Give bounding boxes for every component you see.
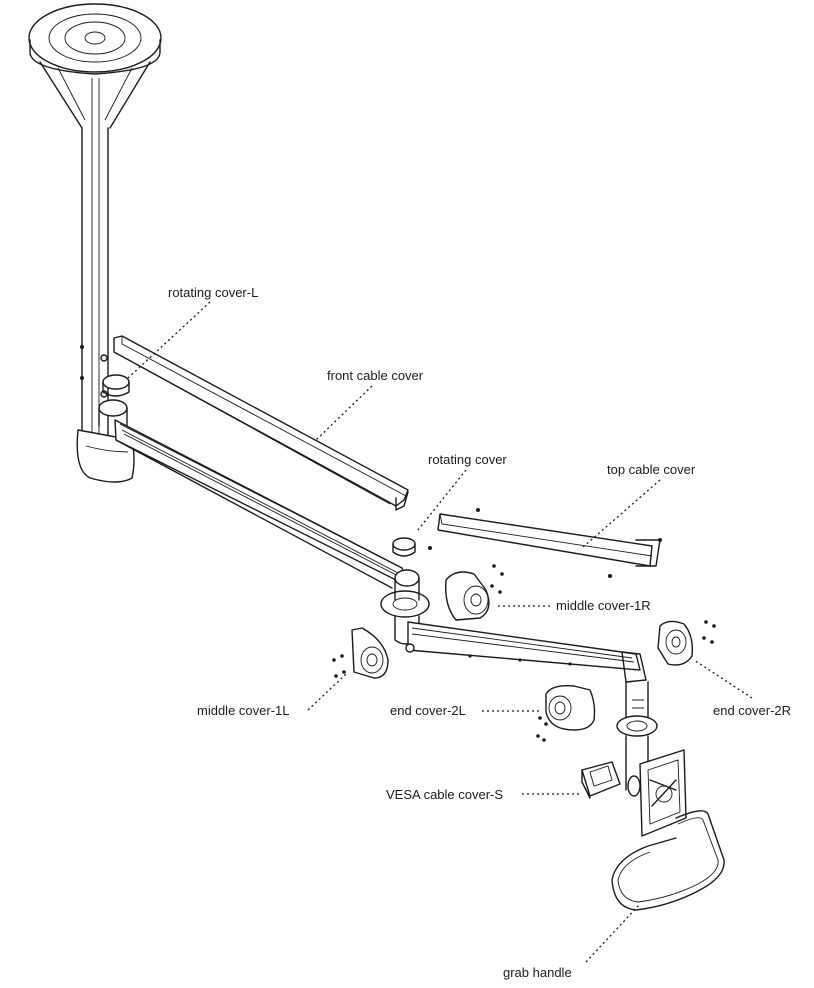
- front-cable-cover-part: [113, 335, 409, 511]
- end-cover-2l-part: [536, 684, 596, 742]
- middle-cover-1l-part: [332, 627, 389, 679]
- rotating-cover-l-part: [102, 374, 130, 397]
- leader-lines: [127, 301, 753, 963]
- label-rotating-cover: rotating cover: [428, 452, 507, 467]
- main-arm: [114, 419, 420, 589]
- label-front-cable-cover: front cable cover: [327, 368, 424, 383]
- second-arm: [405, 621, 647, 683]
- top-cable-cover-part: [428, 508, 662, 578]
- label-middle-cover-1r: middle cover-1R: [556, 598, 651, 613]
- label-end-cover-2l: end cover-2L: [390, 703, 466, 718]
- label-top-cable-cover: top cable cover: [607, 462, 696, 477]
- ceiling-mount: [28, 3, 162, 130]
- middle-cover-1r-part: [445, 564, 504, 621]
- label-rotating-cover-l: rotating cover-L: [168, 285, 258, 300]
- label-grab-handle: grab handle: [503, 965, 572, 980]
- pole-base-clamp: [76, 399, 135, 483]
- end-cover-2r-part: [657, 620, 716, 666]
- label-end-cover-2r: end cover-2R: [713, 703, 791, 718]
- label-vesa-cable-cover-s: VESA cable cover-S: [386, 787, 503, 802]
- grab-handle-part: [611, 810, 725, 911]
- wrist-column: [616, 681, 658, 791]
- vesa-plate: [627, 749, 687, 837]
- vesa-cable-cover-s-part: [581, 761, 621, 799]
- part-labels: rotating cover-L front cable cover rotat…: [168, 285, 791, 980]
- rotating-cover-part: [392, 537, 416, 557]
- label-middle-cover-1l: middle cover-1L: [197, 703, 290, 718]
